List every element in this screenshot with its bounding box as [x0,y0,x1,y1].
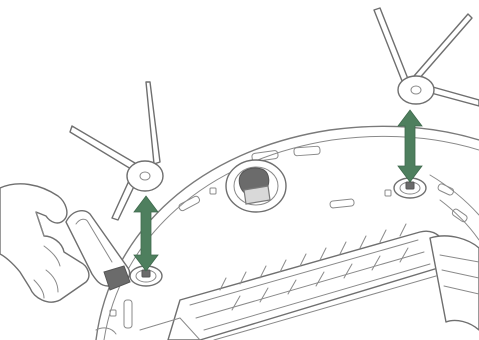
side-brush-left [70,82,163,220]
hand-with-tool [0,184,130,302]
arrow-right [398,110,422,182]
side-brush-right [374,8,479,106]
arrow-left [134,196,158,271]
caster-wheel [226,160,286,212]
main-roller-brush [140,224,479,340]
